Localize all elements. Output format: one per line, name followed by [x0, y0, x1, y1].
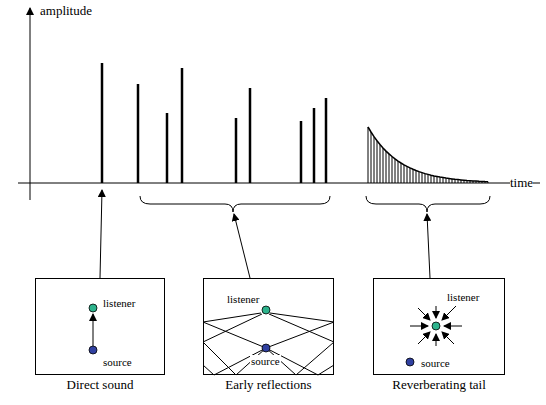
- pointer-arrow: [100, 190, 102, 278]
- bracket: [366, 196, 490, 212]
- scene-box: listenersourceReverberating tail: [373, 278, 505, 375]
- tail-stroke: [407, 166, 408, 183]
- diffuse-arrows: [410, 306, 462, 346]
- time-axis: [18, 183, 540, 184]
- scene-caption: Reverberating tail: [354, 378, 524, 392]
- tail-stroke: [371, 132, 372, 183]
- pointer-arrow: [427, 214, 430, 278]
- impulses: [102, 63, 326, 183]
- tail-stroke: [383, 148, 384, 183]
- tail-stroke: [380, 145, 381, 184]
- tail-stroke: [404, 165, 405, 183]
- tail-stroke: [431, 175, 432, 183]
- listener-label: listener: [102, 297, 136, 309]
- tail-stroke: [386, 151, 387, 183]
- listener-label: listener: [446, 291, 480, 303]
- decay-envelope: [368, 127, 488, 182]
- scene-caption: Early reflections: [184, 378, 353, 392]
- scene-box: listenersourceDirect sound: [35, 278, 165, 375]
- axis-label: amplitude: [40, 4, 92, 18]
- tail-stroke: [428, 174, 429, 183]
- scene-caption: Direct sound: [16, 378, 184, 392]
- source-label: source: [420, 357, 451, 369]
- tail-stroke: [437, 177, 438, 184]
- source-label: source: [102, 356, 133, 368]
- sound-path: [93, 314, 94, 346]
- tail-stroke: [440, 177, 441, 183]
- amplitude-axis: [30, 8, 31, 200]
- tail-stroke: [434, 176, 435, 183]
- scene-box: listenersourceEarly reflections: [203, 278, 334, 375]
- tail-stroke: [401, 163, 402, 183]
- tail-stroke: [398, 161, 399, 183]
- axis-label: time: [510, 176, 533, 190]
- tail-stroke: [425, 174, 426, 183]
- tail-stroke: [416, 171, 417, 184]
- tail-stroke: [422, 173, 423, 183]
- tail-stroke: [368, 127, 369, 183]
- tail-stroke: [413, 169, 414, 183]
- listener-label: listener: [226, 293, 260, 305]
- tail-stroke: [410, 168, 411, 183]
- tail-stroke: [389, 154, 390, 183]
- tail-stroke: [377, 141, 378, 183]
- reflection-paths: [203, 313, 334, 375]
- pointer-arrow: [234, 214, 250, 278]
- tail-stroke: [395, 159, 396, 183]
- tail-stroke: [374, 137, 375, 183]
- source-label: source: [250, 355, 281, 367]
- bracket: [140, 196, 330, 212]
- reverb-tail: [368, 127, 488, 183]
- tail-stroke: [419, 172, 420, 183]
- tail-stroke: [392, 157, 393, 184]
